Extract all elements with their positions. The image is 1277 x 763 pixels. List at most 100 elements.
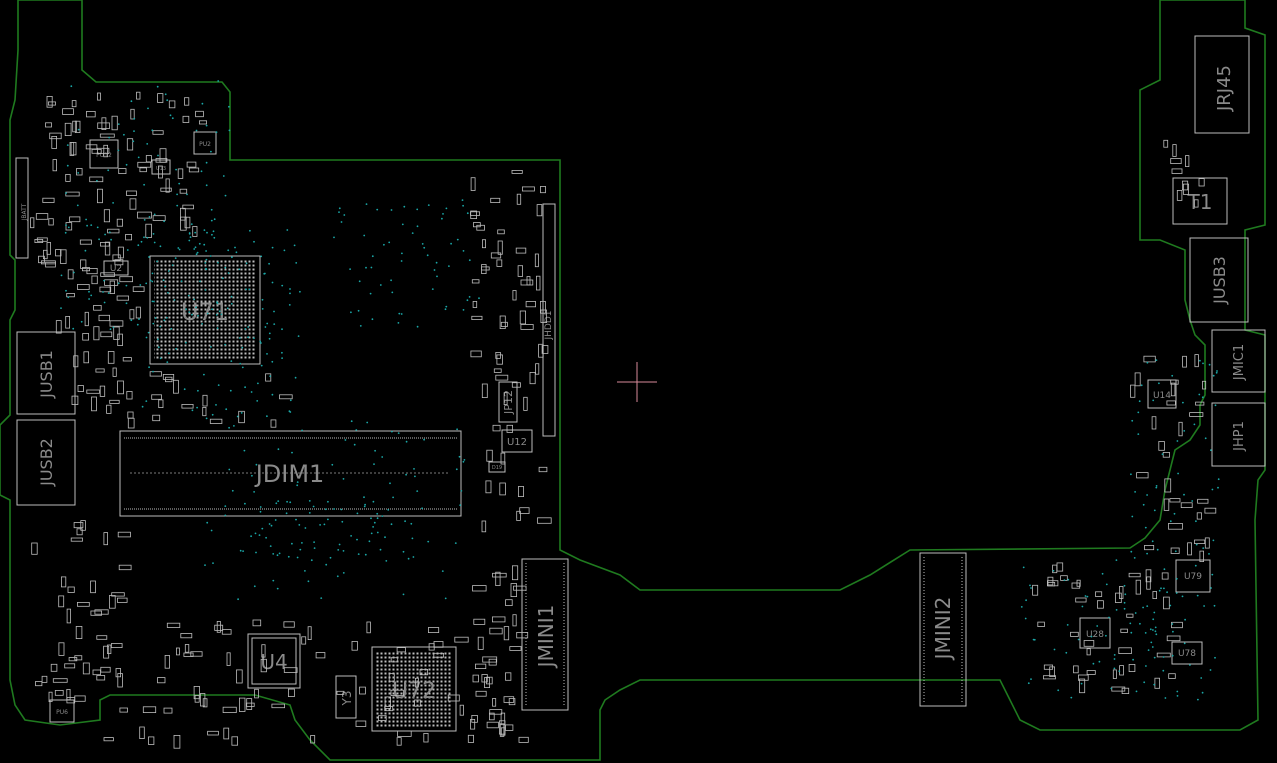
via — [107, 292, 110, 294]
via — [1115, 559, 1118, 561]
smd-part — [261, 644, 266, 658]
u14-chip: U14 — [1147, 379, 1177, 409]
u71-label: U71 — [181, 298, 229, 326]
smd-part — [65, 191, 80, 197]
smd-part — [35, 213, 49, 220]
via — [253, 240, 255, 243]
smd-part — [1097, 600, 1104, 609]
smd-part — [495, 351, 501, 359]
via — [1171, 374, 1174, 377]
via — [1146, 605, 1149, 607]
via — [277, 500, 280, 502]
via — [291, 451, 293, 454]
jp12-jumper: JP12 — [498, 381, 518, 423]
via — [195, 129, 198, 132]
smd-part — [396, 737, 402, 746]
via — [295, 518, 297, 521]
smd-part — [473, 618, 486, 625]
smd-part — [61, 576, 67, 588]
via — [206, 231, 208, 234]
via — [333, 236, 335, 239]
via — [381, 515, 384, 517]
smd-part — [89, 176, 104, 183]
via — [88, 290, 90, 293]
via — [90, 224, 93, 227]
via — [421, 507, 423, 510]
via — [363, 234, 366, 237]
via — [152, 233, 155, 235]
smd-part — [1154, 677, 1161, 689]
u78-label: U78 — [1178, 649, 1196, 659]
via — [1130, 631, 1133, 634]
via — [167, 291, 169, 294]
via — [391, 291, 394, 294]
via — [1152, 629, 1154, 631]
via — [159, 245, 162, 248]
smd-part — [118, 168, 127, 175]
via — [350, 311, 352, 314]
smd-part — [1183, 183, 1190, 195]
via — [206, 312, 209, 315]
via — [278, 552, 281, 555]
via — [244, 328, 247, 330]
smd-part — [136, 91, 141, 100]
smd-part — [512, 565, 519, 581]
via — [1123, 601, 1126, 604]
smd-part — [117, 673, 123, 688]
via — [1080, 682, 1083, 685]
via — [404, 520, 406, 523]
via — [151, 272, 154, 275]
smd-part — [518, 486, 525, 498]
via — [1053, 648, 1056, 651]
via — [169, 114, 172, 117]
via — [215, 313, 218, 316]
via — [159, 357, 162, 360]
smd-part — [148, 736, 155, 745]
jusb3-connector: JUSB3 — [1189, 237, 1249, 323]
smd-part — [165, 178, 170, 193]
smd-part — [83, 351, 90, 364]
via — [203, 243, 206, 246]
via — [64, 231, 67, 234]
via — [239, 549, 242, 552]
smd-part — [85, 144, 98, 150]
smd-part — [66, 608, 71, 624]
via — [373, 463, 375, 465]
via — [463, 459, 466, 461]
u12-label: U12 — [507, 437, 527, 448]
via — [462, 309, 465, 311]
via — [183, 388, 186, 391]
jusb2-label: JUSB2 — [37, 438, 56, 487]
smd-part — [100, 666, 111, 673]
via — [213, 218, 216, 221]
via — [456, 428, 458, 431]
via — [1052, 569, 1055, 572]
via — [297, 335, 300, 337]
smd-part — [470, 719, 476, 730]
smd-part — [36, 237, 48, 242]
via — [1155, 359, 1158, 361]
smd-part — [139, 167, 147, 173]
via — [1184, 618, 1186, 621]
via — [186, 193, 188, 196]
smd-part — [74, 695, 86, 702]
via — [349, 268, 351, 270]
smd-part — [390, 657, 399, 663]
via — [72, 327, 75, 330]
via — [1115, 609, 1118, 611]
via — [1155, 633, 1158, 636]
via — [289, 399, 292, 402]
via — [310, 559, 313, 562]
via — [96, 226, 99, 229]
via — [286, 229, 289, 231]
via — [296, 556, 299, 559]
via — [1067, 578, 1070, 581]
via — [260, 364, 263, 367]
via — [187, 294, 190, 297]
via — [198, 242, 201, 245]
via — [416, 325, 419, 328]
via — [466, 212, 469, 215]
smd-part — [82, 662, 90, 675]
u79-label: U79 — [1184, 572, 1202, 582]
smd-part — [100, 331, 113, 338]
